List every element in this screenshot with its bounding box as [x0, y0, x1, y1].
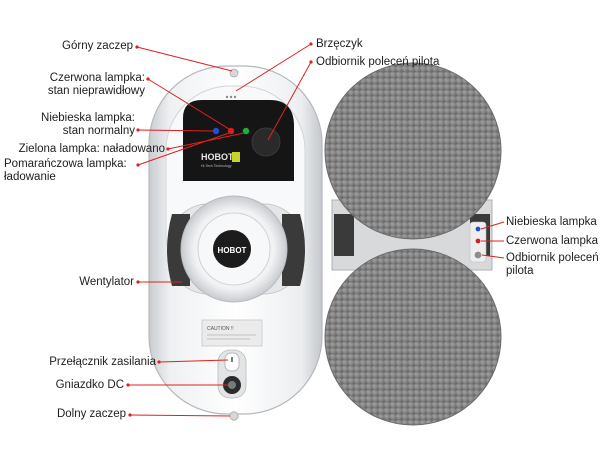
callout-power-switch	[158, 359, 229, 363]
cleaning-pad-top	[324, 62, 502, 240]
green-led	[242, 127, 250, 135]
label-buzzer: Brzęczyk	[316, 38, 363, 50]
label-remote-receiver: Odbiornik poleceń pilota	[316, 56, 440, 68]
fan-center-badge	[213, 230, 251, 268]
label-dc-socket: Gniazdko DC	[55, 379, 124, 391]
blue-led	[212, 127, 220, 135]
callout-remote-receiver	[267, 61, 312, 141]
label-bottom-latch: Dolny zaczep	[56, 408, 126, 420]
callout-lines	[128, 43, 505, 417]
callout-top-latch	[136, 46, 233, 72]
side-red-led	[475, 238, 481, 244]
label-orange-lamp: Pomarańczowa lampka: ładowanie	[4, 158, 127, 183]
callout-blue-lamp	[137, 129, 214, 132]
callout-red-lamp	[147, 78, 230, 130]
remote-receiver-window	[251, 127, 281, 157]
back-bracket-left	[334, 214, 354, 256]
label-green-lamp: Zielona lampka: naładowano	[18, 143, 165, 155]
label-side-blue-lamp: Niebieska lampka	[506, 216, 597, 228]
display-panel	[183, 100, 294, 181]
top-latch	[229, 68, 239, 78]
caution-plate-text: CAUTION !!	[207, 326, 234, 332]
label-top-latch: Górny zaczep	[62, 40, 133, 52]
label-side-red-lamp: Czerwona lampka	[506, 235, 599, 247]
caution-plate	[201, 319, 263, 347]
label-power-switch: Przełącznik zasilania	[49, 356, 156, 368]
label-fan: Wentylator	[79, 276, 134, 288]
dc-socket-pin	[228, 381, 236, 389]
callout-orange-lamp	[137, 132, 230, 166]
buzzer-hole	[233, 95, 237, 99]
brand-logo-top: HOBOT	[201, 152, 234, 162]
brand-logo-center: HOBOT	[218, 246, 247, 255]
buzzer-hole	[229, 95, 233, 99]
brand-badge	[232, 152, 240, 162]
side-blue-led	[475, 226, 481, 232]
callout-side-remote	[481, 254, 505, 259]
label-red-lamp: Czerwona lampka: stan nieprawidłowy	[47, 72, 145, 97]
label-blue-lamp: Niebieska lampka: stan normalny	[41, 112, 135, 137]
callout-bottom-latch	[129, 414, 231, 417]
brand-subtitle: Hi-Tech Technology	[201, 164, 232, 168]
cleaning-pad-bottom	[324, 248, 502, 426]
robot-front-view: HOBOT Hi-Tech Technology HOBOT CAUTION !…	[148, 65, 323, 421]
callout-dots	[126, 42, 313, 417]
side-remote-receiver	[474, 251, 482, 259]
side-vent-right	[282, 214, 305, 286]
callout-buzzer	[235, 43, 312, 92]
red-led	[227, 127, 235, 135]
callout-side-blue-lamp	[480, 221, 505, 230]
robot-back-view	[324, 62, 502, 426]
buzzer-hole	[225, 95, 229, 99]
label-side-remote-receiver: Odbiornik poleceń pilota	[506, 252, 599, 277]
bottom-latch	[229, 411, 239, 421]
